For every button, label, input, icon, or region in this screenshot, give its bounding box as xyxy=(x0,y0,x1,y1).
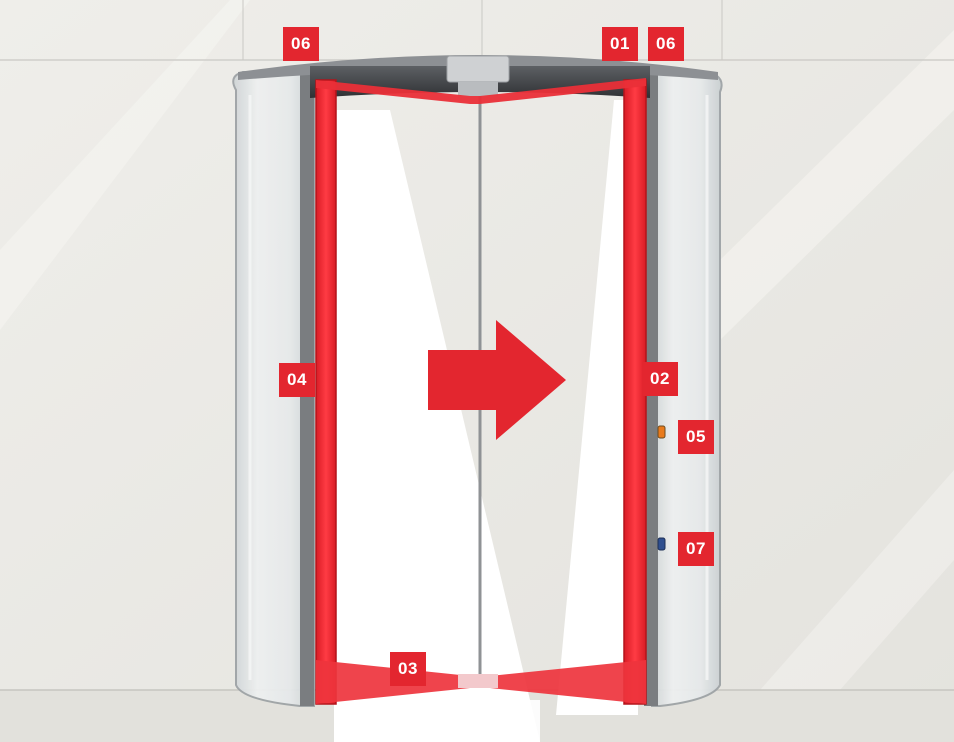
drive-unit-lower xyxy=(458,82,498,96)
drive-unit xyxy=(447,56,509,82)
label-07: 07 xyxy=(678,532,714,566)
blue-button-icon xyxy=(658,538,665,550)
label-02: 02 xyxy=(642,362,678,396)
label-06-right: 06 xyxy=(648,27,684,61)
orange-button-icon xyxy=(658,426,665,438)
label-04: 04 xyxy=(279,363,315,397)
label-01: 01 xyxy=(602,27,638,61)
wing-left xyxy=(316,80,336,704)
label-05: 05 xyxy=(678,420,714,454)
wing-hub xyxy=(458,674,498,688)
label-06-left: 06 xyxy=(283,27,319,61)
label-03: 03 xyxy=(390,652,426,686)
